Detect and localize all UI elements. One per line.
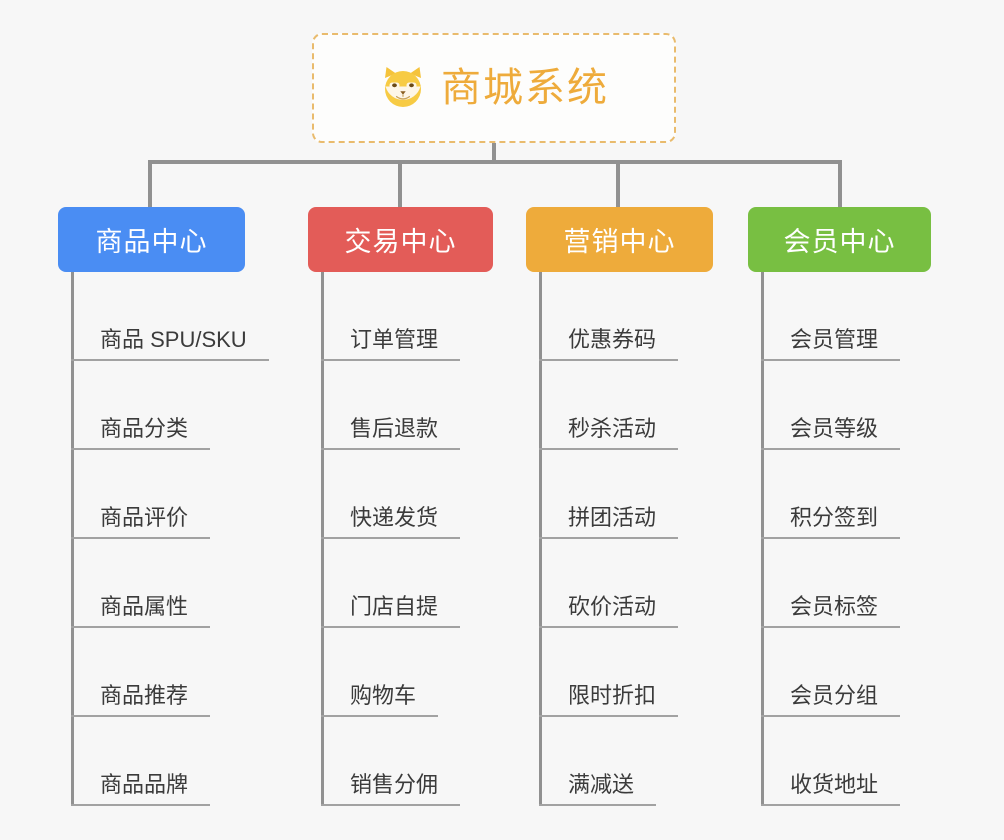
leaf-trunk-line bbox=[321, 272, 324, 806]
list-item[interactable]: 门店自提 bbox=[321, 539, 493, 628]
list-item[interactable]: 会员标签 bbox=[761, 539, 931, 628]
leaf-label: 收货地址 bbox=[761, 772, 901, 806]
leaf-label: 快递发货 bbox=[321, 505, 461, 539]
category-header-product-center[interactable]: 商品中心 bbox=[58, 207, 245, 272]
leaf-list-marketing-center: 优惠券码 秒杀活动 拼团活动 砍价活动 限时折扣 满减送 bbox=[526, 272, 713, 806]
category-column-marketing-center: 营销中心 优惠券码 秒杀活动 拼团活动 砍价活动 限时折扣 满减送 bbox=[526, 207, 713, 806]
list-item[interactable]: 商品属性 bbox=[71, 539, 269, 628]
list-item[interactable]: 拼团活动 bbox=[539, 450, 713, 539]
leaf-label: 商品品牌 bbox=[71, 772, 211, 806]
category-column-member-center: 会员中心 会员管理 会员等级 积分签到 会员标签 会员分组 收货地址 bbox=[748, 207, 931, 806]
leaf-label: 会员管理 bbox=[761, 327, 901, 361]
list-item[interactable]: 限时折扣 bbox=[539, 628, 713, 717]
leaf-label: 砍价活动 bbox=[539, 594, 679, 628]
list-item[interactable]: 满减送 bbox=[539, 717, 713, 806]
leaf-label: 商品分类 bbox=[71, 416, 211, 450]
leaf-label: 限时折扣 bbox=[539, 683, 679, 717]
list-item[interactable]: 商品 SPU/SKU bbox=[71, 272, 269, 361]
leaf-label: 积分签到 bbox=[761, 505, 901, 539]
list-item[interactable]: 秒杀活动 bbox=[539, 361, 713, 450]
leaf-trunk-line bbox=[539, 272, 542, 806]
leaf-label: 订单管理 bbox=[321, 327, 461, 361]
list-item[interactable]: 优惠券码 bbox=[539, 272, 713, 361]
list-item[interactable]: 会员等级 bbox=[761, 361, 931, 450]
list-item[interactable]: 商品推荐 bbox=[71, 628, 269, 717]
category-header-trade-center[interactable]: 交易中心 bbox=[308, 207, 493, 272]
leaf-label: 购物车 bbox=[321, 683, 439, 717]
leaf-label: 会员标签 bbox=[761, 594, 901, 628]
list-item[interactable]: 砍价活动 bbox=[539, 539, 713, 628]
shiba-dog-icon bbox=[379, 64, 427, 112]
category-title: 营销中心 bbox=[563, 227, 676, 257]
list-item[interactable]: 售后退款 bbox=[321, 361, 493, 450]
connector-root-stem bbox=[492, 143, 496, 164]
list-item[interactable]: 销售分佣 bbox=[321, 717, 493, 806]
leaf-label: 秒杀活动 bbox=[539, 416, 679, 450]
leaf-label: 商品属性 bbox=[71, 594, 211, 628]
leaf-trunk-line bbox=[761, 272, 764, 806]
list-item[interactable]: 会员分组 bbox=[761, 628, 931, 717]
connector-horizontal-bus bbox=[148, 160, 842, 164]
leaf-label: 销售分佣 bbox=[321, 772, 461, 806]
leaf-label: 商品 SPU/SKU bbox=[71, 327, 269, 361]
category-header-marketing-center[interactable]: 营销中心 bbox=[526, 207, 713, 272]
category-title: 商品中心 bbox=[95, 227, 208, 257]
list-item[interactable]: 积分签到 bbox=[761, 450, 931, 539]
leaf-trunk-line bbox=[71, 272, 74, 806]
connector-drop-product-center bbox=[148, 160, 152, 207]
leaf-list-member-center: 会员管理 会员等级 积分签到 会员标签 会员分组 收货地址 bbox=[748, 272, 931, 806]
leaf-label: 拼团活动 bbox=[539, 505, 679, 539]
leaf-label: 优惠券码 bbox=[539, 327, 679, 361]
leaf-label: 会员分组 bbox=[761, 683, 901, 717]
leaf-label: 商品评价 bbox=[71, 505, 211, 539]
leaf-list-product-center: 商品 SPU/SKU 商品分类 商品评价 商品属性 商品推荐 商品品牌 bbox=[58, 272, 269, 806]
root-node[interactable]: 商城系统 bbox=[312, 33, 676, 143]
list-item[interactable]: 快递发货 bbox=[321, 450, 493, 539]
list-item[interactable]: 会员管理 bbox=[761, 272, 931, 361]
category-title: 交易中心 bbox=[344, 227, 457, 257]
category-column-trade-center: 交易中心 订单管理 售后退款 快递发货 门店自提 购物车 销售分佣 bbox=[308, 207, 493, 806]
leaf-label: 满减送 bbox=[539, 772, 657, 806]
list-item[interactable]: 商品评价 bbox=[71, 450, 269, 539]
leaf-label: 商品推荐 bbox=[71, 683, 211, 717]
list-item[interactable]: 收货地址 bbox=[761, 717, 931, 806]
category-title: 会员中心 bbox=[783, 227, 896, 257]
leaf-label: 售后退款 bbox=[321, 416, 461, 450]
category-column-product-center: 商品中心 商品 SPU/SKU 商品分类 商品评价 商品属性 商品推荐 商品品牌 bbox=[58, 207, 269, 806]
connector-drop-marketing-center bbox=[616, 160, 620, 207]
list-item[interactable]: 购物车 bbox=[321, 628, 493, 717]
leaf-label: 会员等级 bbox=[761, 416, 901, 450]
list-item[interactable]: 商品品牌 bbox=[71, 717, 269, 806]
leaf-label: 门店自提 bbox=[321, 594, 461, 628]
connector-drop-member-center bbox=[838, 160, 842, 207]
connector-drop-trade-center bbox=[398, 160, 402, 207]
leaf-list-trade-center: 订单管理 售后退款 快递发货 门店自提 购物车 销售分佣 bbox=[308, 272, 493, 806]
root-title: 商城系统 bbox=[441, 66, 609, 110]
list-item[interactable]: 订单管理 bbox=[321, 272, 493, 361]
category-header-member-center[interactable]: 会员中心 bbox=[748, 207, 931, 272]
list-item[interactable]: 商品分类 bbox=[71, 361, 269, 450]
